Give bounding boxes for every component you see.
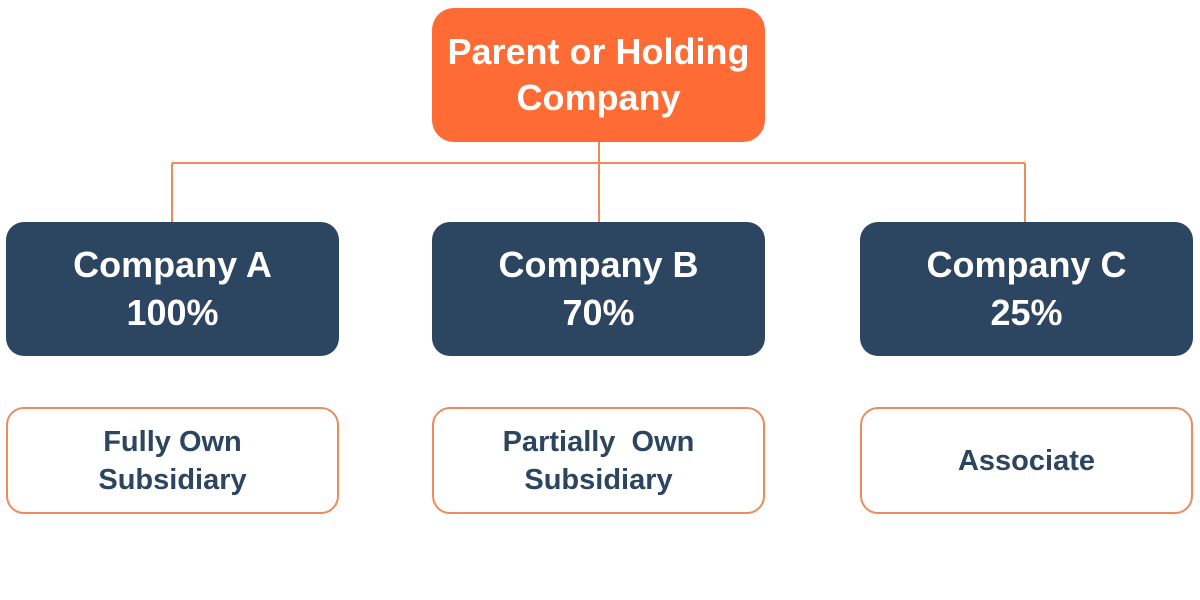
company-c-type-box: Associate [860, 407, 1193, 514]
company-a-name: Company A [73, 244, 272, 285]
parent-label-line2: Company [516, 77, 681, 118]
company-c-name: Company C [926, 244, 1127, 285]
company-a-type-line2: Subsidiary [98, 463, 247, 496]
company-b-type-box: Partially Own Subsidiary [432, 407, 765, 514]
company-b-name: Company B [498, 244, 699, 285]
company-c-box: Company C 25% [860, 222, 1193, 356]
company-c-stake: 25% [990, 292, 1063, 333]
company-b-stake: 70% [562, 292, 635, 333]
parent-label-line1: Parent or Holding [447, 31, 750, 72]
company-a-type-box: Fully Own Subsidiary [6, 407, 339, 514]
company-a-type-line1: Fully Own [103, 425, 242, 458]
company-b-box: Company B 70% [432, 222, 765, 356]
company-c-type-line1: Associate [957, 444, 1095, 477]
company-b-type-line2: Subsidiary [524, 463, 673, 496]
company-a-box: Company A 100% [6, 222, 339, 356]
company-a-stake: 100% [126, 292, 219, 333]
parent-company-box: Parent or Holding Company [432, 8, 765, 142]
company-b-type-line1: Partially Own [502, 425, 695, 458]
